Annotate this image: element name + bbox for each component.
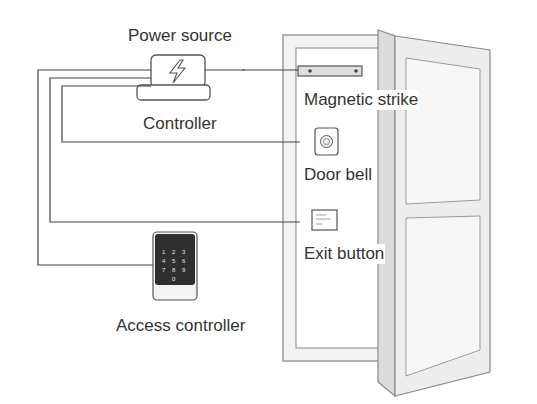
keypad-key: 0 [172,276,175,283]
bell-button [321,136,333,148]
keypad-key: 1 [162,249,165,256]
exit-button-marks [316,215,331,224]
device-label: Door bell [303,165,373,185]
keypad-key: 7 [162,267,165,274]
controller-plate [137,85,210,100]
controller-node: Power sourceController [118,26,242,138]
keypad-key: 3 [182,249,185,256]
keypad-key: 9 [182,267,185,274]
wire-line [242,69,298,70]
device-label: Magnetic strike [303,90,419,110]
door-pane [406,58,480,204]
magnetic-strike-bar [298,66,362,76]
device-label: Exit button [303,244,385,264]
wire [62,86,300,142]
door-bell-node: Door bell [300,125,392,187]
device-label: Access controller [115,316,246,336]
wire-line [50,78,300,222]
bell-button [324,139,330,145]
heading-label: Power source [127,26,233,46]
wire-line [38,70,118,265]
lightning-symbol [170,60,185,83]
keypad-key: 8 [172,267,175,274]
door-bell-icon [315,128,338,155]
magnetic-strike-node: Magnetic strike [298,64,440,112]
door-edge [378,30,395,396]
keypad-panel [155,234,195,285]
exit-button-icon [312,210,337,230]
exit-button-node: Exit button [300,207,404,266]
wire [50,78,300,222]
power-source-box [151,55,205,87]
keypad-body [153,232,197,300]
caption-label: Controller [142,114,218,134]
keypad-key: 4 [162,258,165,265]
wire [38,70,118,265]
screw-dot [308,69,312,73]
keypad-key: 2 [172,249,175,256]
wire-line [62,86,300,142]
wire [242,70,298,71]
access-controller-node: Access controller [104,230,258,338]
keypad-key: 6 [182,258,185,265]
door-pane [406,216,480,376]
door-frame [283,35,393,361]
keypad-key: 5 [172,258,175,265]
screw-dot [354,69,358,73]
